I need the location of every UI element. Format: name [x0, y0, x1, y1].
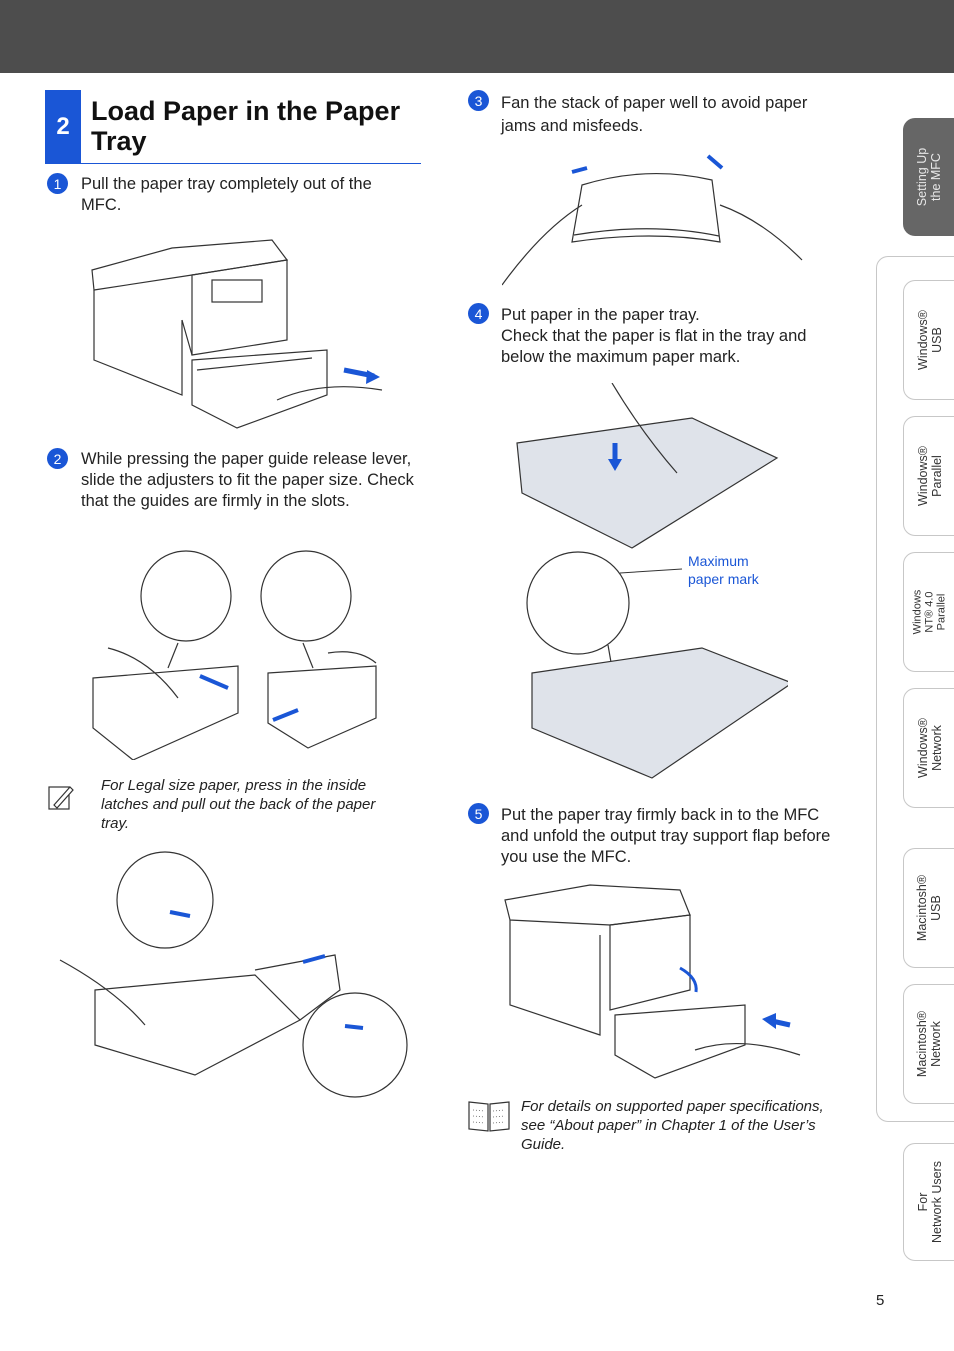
step-5-badge: 5: [468, 803, 489, 824]
step-4-line-2: Check that the paper is flat in the tray…: [501, 327, 807, 366]
step-4-line-1: Put paper in the paper tray.: [501, 306, 700, 324]
step-3-badge: 3: [468, 90, 489, 111]
step-3-text: Fan the stack of paper well to avoid pap…: [501, 94, 808, 135]
step-2-badge: 2: [47, 448, 68, 469]
tab-windows-usb-label: Windows®USB: [915, 310, 944, 370]
tab-windows-usb[interactable]: Windows®USB: [903, 280, 954, 400]
tab-macintosh-usb-label: Macintosh®USB: [915, 874, 944, 942]
legal-tray-extend-illustration: [59, 851, 408, 1098]
fan-paper-illustration: [502, 154, 803, 286]
tab-windows-network-label: Windows®Network: [915, 718, 944, 778]
section-title: Load Paper in the Paper Tray: [91, 96, 401, 156]
paper-guide-adjust-illustration: [92, 550, 377, 760]
tab-windows-parallel-label: Windows®Parallel: [915, 446, 944, 506]
callout-line-1: Maximum: [688, 553, 749, 569]
legal-note: For Legal size paper, press in the insid…: [101, 777, 376, 832]
note-pencil-icon: [48, 786, 74, 810]
tab-windows-network[interactable]: Windows®Network: [903, 688, 954, 808]
max-paper-mark-callout: Maximum paper mark: [688, 552, 759, 588]
printer-tray-in-illustration: [504, 884, 801, 1079]
header-bar: [0, 0, 954, 73]
section-heading: 2 Load Paper in the Paper Tray: [45, 90, 421, 164]
printer-tray-out-illustration: [91, 239, 383, 429]
tab-macintosh-network-label: Macintosh®Network: [915, 1010, 944, 1078]
step-2-text: While pressing the paper guide release l…: [81, 450, 414, 510]
step-1-badge: 1: [47, 173, 68, 194]
callout-line-2: paper mark: [688, 571, 759, 587]
section-number: 2: [45, 90, 81, 163]
step-5-text: Put the paper tray firmly back in to the…: [501, 806, 831, 866]
details-note: For details on supported paper specifica…: [521, 1098, 824, 1153]
step-4-text: Put paper in the paper tray. Check that …: [501, 305, 846, 368]
tab-group-outline: [876, 256, 954, 1122]
step-1-text: Pull the paper tray completely out of th…: [81, 175, 372, 214]
tab-macintosh-network[interactable]: Macintosh®Network: [903, 984, 954, 1104]
step-4-badge: 4: [468, 303, 489, 324]
load-paper-tray-illustration: [516, 383, 788, 779]
tab-macintosh-usb[interactable]: Macintosh®USB: [903, 848, 954, 968]
tab-windows-parallel[interactable]: Windows®Parallel: [903, 416, 954, 536]
page-number: 5: [876, 1292, 885, 1309]
book-reference-icon: [468, 1101, 510, 1132]
